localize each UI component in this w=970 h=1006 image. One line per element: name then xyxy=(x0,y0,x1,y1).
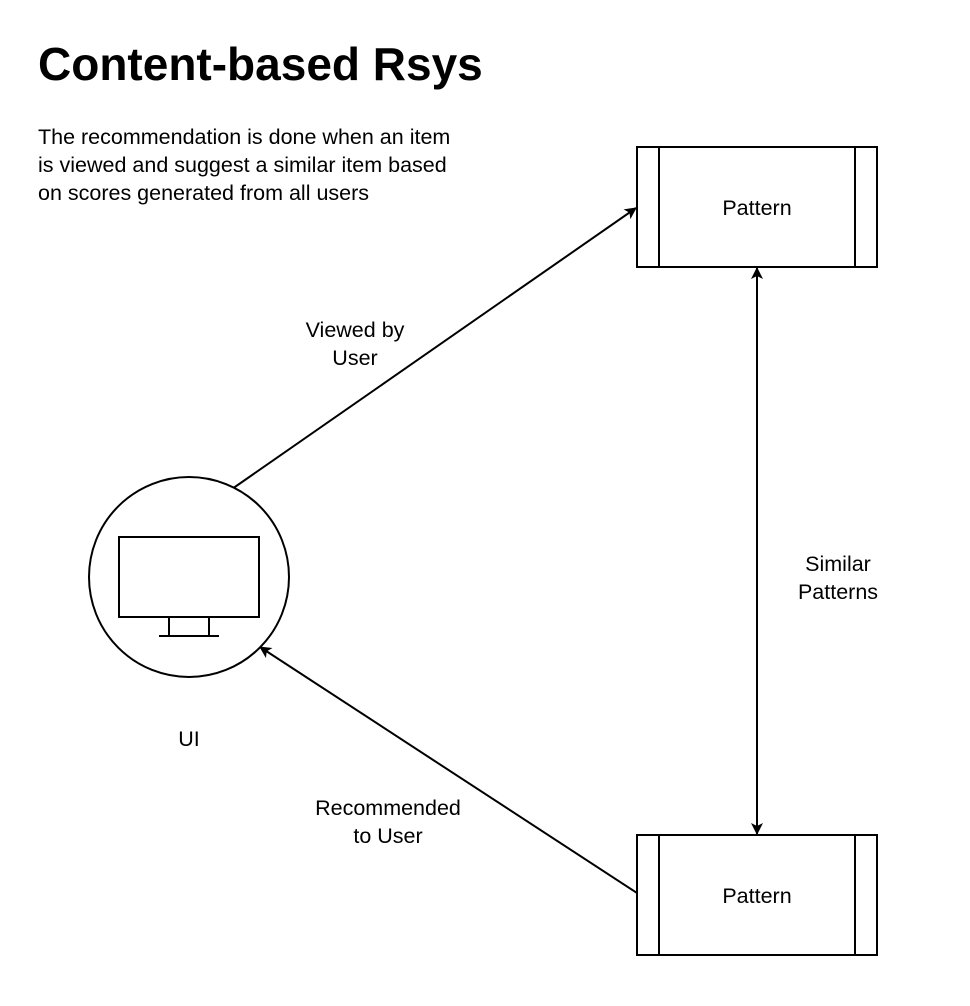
monitor-icon xyxy=(118,536,260,637)
ui-node-label: UI xyxy=(178,727,200,751)
edge-label-line: Recommended xyxy=(315,796,461,820)
description-line: The recommendation is done when an item xyxy=(38,125,451,149)
edge-label-viewed-by-user: Viewed by User xyxy=(275,316,435,372)
pattern-top-label: Pattern xyxy=(722,196,791,220)
pattern-bottom-label: Pattern xyxy=(722,884,791,908)
edge-label-line: to User xyxy=(353,824,423,848)
description-line: is viewed and suggest a similar item bas… xyxy=(38,153,447,177)
edge-label-recommended-to-user: Recommended to User xyxy=(293,794,483,850)
pattern-node-top[interactable] xyxy=(636,146,878,268)
edge-label-line: User xyxy=(332,346,378,370)
diagram-description: The recommendation is done when an item … xyxy=(38,123,518,207)
edge-recommended-to-user[interactable] xyxy=(259,646,638,894)
edge-label-similar-patterns: Similar Patterns xyxy=(773,550,903,606)
description-line: on scores generated from all users xyxy=(38,181,370,205)
edge-viewed-by-user[interactable] xyxy=(231,207,637,490)
ui-node[interactable] xyxy=(88,476,290,678)
diagram-title: Content-based Rsys xyxy=(38,38,483,90)
edge-label-line: Similar xyxy=(805,552,871,576)
edge-label-line: Patterns xyxy=(797,580,879,604)
pattern-node-bottom[interactable] xyxy=(636,834,878,956)
edge-label-line: Viewed by xyxy=(305,318,405,342)
